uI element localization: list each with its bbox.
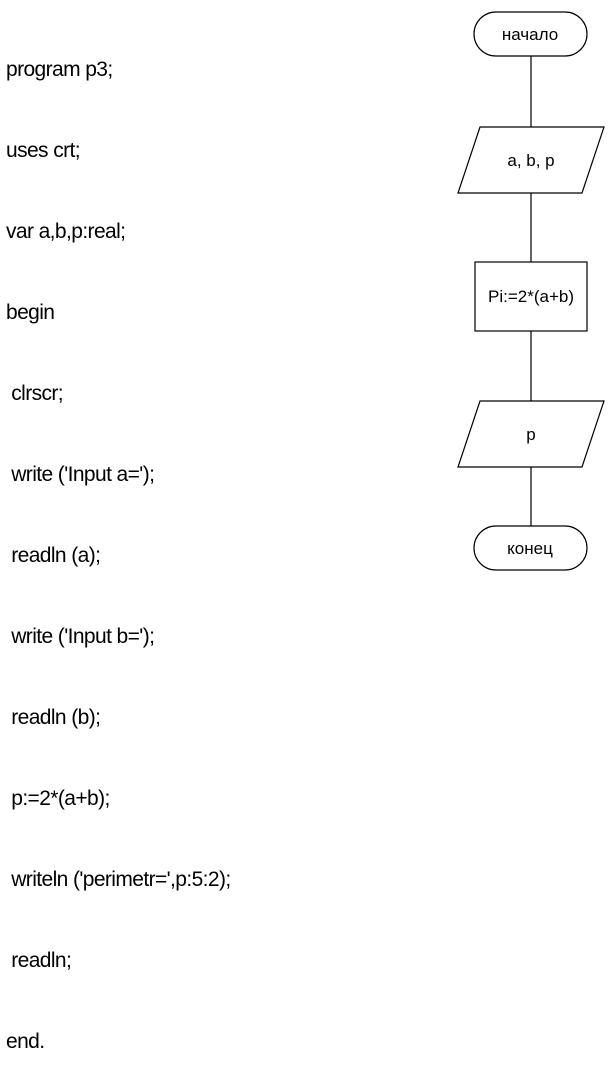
code-line: write ('Input a='); (6, 463, 155, 486)
flowchart: начало a, b, p Pi:=2*(a+b) p конец (457, 11, 605, 571)
code-line: begin (6, 301, 55, 324)
output-label: p (526, 425, 535, 444)
code-line: uses crt; (6, 139, 81, 162)
end-terminator (473, 525, 588, 571)
start-terminator (473, 11, 588, 57)
start-label: начало (502, 25, 558, 44)
process-box (474, 261, 588, 332)
code-line: program p3; (6, 58, 113, 81)
code-line: p:=2*(a+b); (6, 787, 110, 810)
output-parallelogram (457, 400, 605, 468)
code-line: var a,b,p:real; (6, 220, 126, 243)
code-line: readln (a); (6, 544, 101, 567)
process-label: Pi:=2*(a+b) (488, 287, 574, 306)
code-line: readln (b); (6, 706, 101, 729)
input-parallelogram (457, 126, 605, 194)
input-label: a, b, p (507, 151, 554, 170)
code-line: clrscr; (6, 382, 64, 405)
code-line: end. (6, 1030, 45, 1053)
code-line: write ('Input b='); (6, 625, 155, 648)
code-line: readln; (6, 949, 72, 972)
end-label: конец (507, 539, 553, 558)
code-line: writeln ('perimetr=',p:5:2); (6, 868, 231, 891)
